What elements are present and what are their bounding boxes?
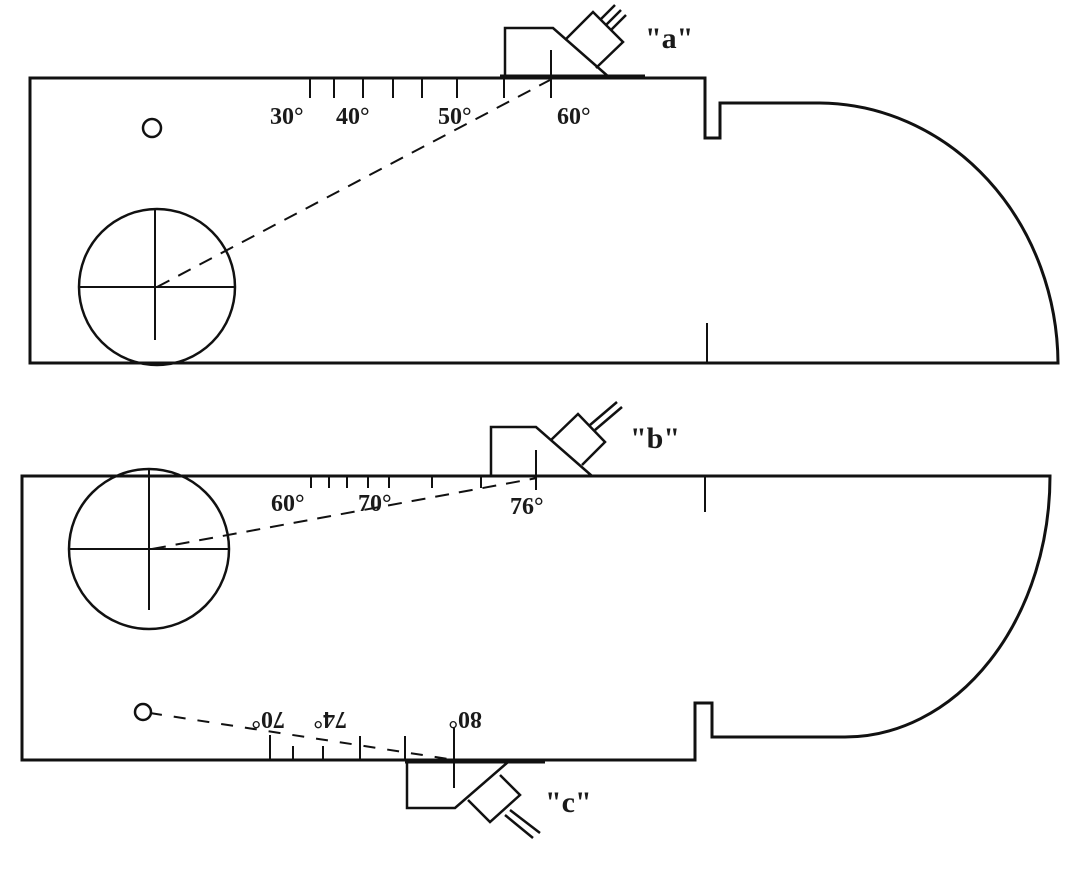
- beam-path: [149, 712, 456, 761]
- scale-label: 60°: [557, 104, 591, 130]
- scale-label: 80°: [448, 706, 482, 732]
- beam-path: [156, 79, 551, 288]
- calibration-block-bottom: 60° 70° 76° "b" 70° 74° 80° "c": [20, 401, 1052, 839]
- probe-label: "a": [645, 22, 693, 55]
- probe-label: "b": [630, 422, 680, 455]
- scale-label: 70°: [251, 706, 285, 732]
- small-hole: [141, 117, 163, 139]
- probe-c: [405, 761, 541, 839]
- scale-label: 30°: [270, 104, 304, 130]
- probe-b: [489, 401, 623, 477]
- block-outline: [28, 76, 1060, 365]
- probe-a: [503, 4, 627, 79]
- angle-scale-ticks: [309, 50, 552, 98]
- scale-label: 40°: [336, 104, 370, 130]
- scale-label: 60°: [271, 491, 305, 517]
- block-outline: [20, 474, 1052, 762]
- scale-label: 74°: [313, 706, 347, 732]
- scale-label: 50°: [438, 104, 472, 130]
- probe-label: "c": [545, 786, 592, 819]
- small-hole: [133, 702, 153, 722]
- angle-scale-ticks: [310, 450, 537, 490]
- calibration-block-top: 30° 40° 50° 60° "a": [28, 4, 1060, 367]
- beam-path: [151, 477, 538, 550]
- scale-label: 76°: [510, 494, 544, 520]
- scale-label: 70°: [358, 491, 392, 517]
- angle-scale-ticks: [269, 728, 455, 788]
